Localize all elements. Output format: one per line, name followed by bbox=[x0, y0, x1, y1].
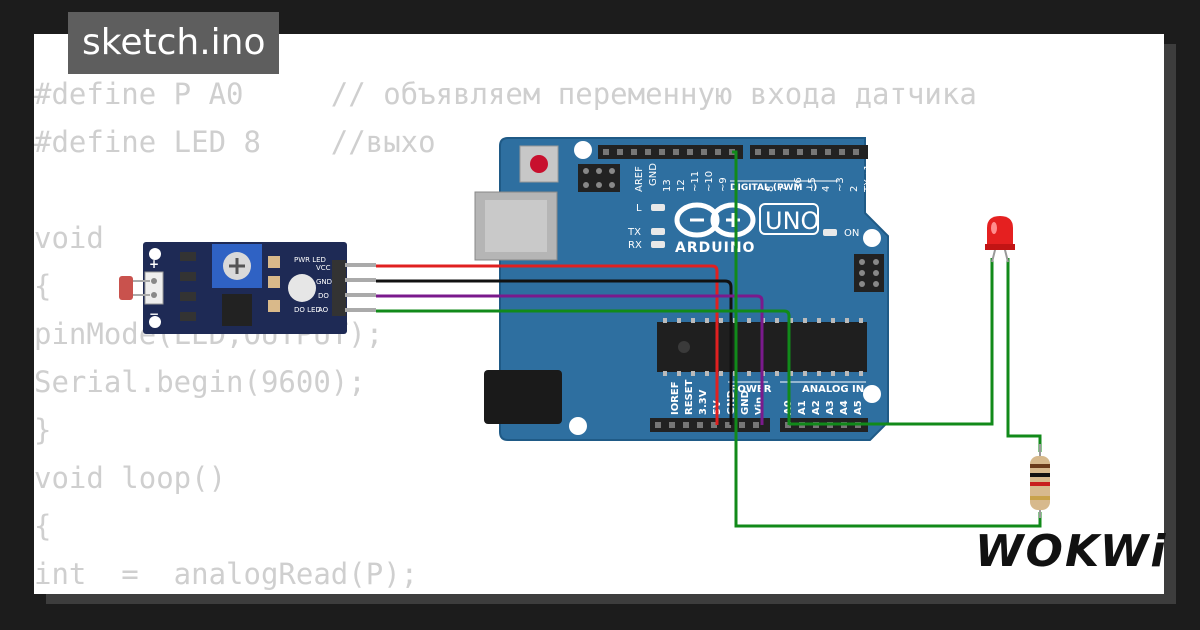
red-led[interactable] bbox=[985, 216, 1015, 263]
analog-pin-label: A1 bbox=[797, 400, 808, 415]
label-aref: AREF bbox=[634, 166, 645, 192]
label-digital: DIGITAL (PWM ~) bbox=[730, 183, 817, 193]
code-line: { bbox=[34, 509, 52, 543]
digital-pin-label: ~10 bbox=[704, 171, 715, 192]
light-sensor-module[interactable]: PWR LED DO LED VCC GND DO AO + − bbox=[119, 242, 347, 334]
sensor-pin-label-ao: AO bbox=[318, 306, 329, 314]
led-tx bbox=[651, 228, 665, 235]
wire-d8-green bbox=[732, 150, 1042, 528]
label-analog-in: ANALOG IN bbox=[802, 384, 864, 395]
label-gnd-2: GND bbox=[740, 390, 751, 415]
power-jack bbox=[484, 370, 562, 424]
code-line: int = analogRead(P); bbox=[34, 557, 419, 591]
pwr-led bbox=[288, 274, 316, 302]
label-pwr-led: PWR LED bbox=[294, 256, 326, 264]
header-top-left bbox=[598, 145, 743, 159]
digital-pin-label: 4 bbox=[821, 186, 832, 192]
sensor-pin-label-do: DO bbox=[318, 292, 329, 300]
digital-pin-label: 8 bbox=[765, 186, 776, 192]
code-line: } bbox=[34, 413, 52, 447]
digital-pin-label: ~9 bbox=[718, 177, 729, 192]
label-l: L bbox=[636, 203, 642, 214]
file-tab[interactable]: sketch.ino bbox=[68, 12, 280, 74]
wokwi-logo: WOKWi bbox=[975, 526, 1168, 577]
wires bbox=[345, 150, 1042, 528]
led-rx bbox=[651, 241, 665, 248]
digital-pin-label: ~6 bbox=[793, 177, 804, 192]
wire-led-resistor bbox=[1006, 258, 1042, 452]
digital-pin-label: ~11 bbox=[690, 171, 701, 192]
led-on bbox=[823, 229, 837, 236]
resistor[interactable] bbox=[1030, 444, 1050, 518]
code-editor[interactable]: #define P A0 // объявляем переменную вхо… bbox=[34, 70, 977, 598]
label-reset: RESET bbox=[684, 379, 695, 415]
wire-vcc-red bbox=[376, 264, 719, 425]
label-3v3: 3.3V bbox=[698, 389, 709, 415]
code-line: #define LED 8 //выхо bbox=[34, 125, 436, 159]
arduino-model: UNO bbox=[765, 207, 819, 235]
label-gnd-top: GND bbox=[648, 163, 659, 186]
digital-pin-label: 13 bbox=[662, 179, 673, 192]
header-bottom-power bbox=[650, 418, 770, 432]
led-l bbox=[651, 204, 665, 211]
label-plus: + bbox=[149, 257, 159, 271]
label-tx: TX bbox=[627, 227, 641, 238]
code-line: #define P A0 // объявляем переменную вхо… bbox=[34, 77, 977, 111]
label-vin: Vin bbox=[754, 397, 765, 415]
photoresistor bbox=[119, 276, 133, 300]
analog-pin-label: A3 bbox=[825, 400, 836, 415]
digital-pin-label: ~5 bbox=[807, 177, 818, 192]
digital-pin-label: 2 bbox=[849, 186, 860, 192]
digital-pin-label: TX→1 bbox=[863, 164, 874, 193]
arduino-brand: ARDUINO bbox=[675, 240, 755, 256]
digital-pin-label: ~3 bbox=[835, 177, 846, 192]
analog-pin-label: A5 bbox=[853, 400, 864, 415]
label-ioref: IOREF bbox=[670, 381, 681, 415]
code-line: Serial.begin(9600); bbox=[34, 365, 366, 399]
label-minus: − bbox=[149, 307, 159, 321]
wire-ao-green bbox=[376, 309, 791, 425]
code-line: void loop() bbox=[34, 461, 227, 495]
code-line: void bbox=[34, 221, 104, 255]
digital-pin-label: RX←0 bbox=[877, 163, 888, 192]
digital-pin-label: 12 bbox=[676, 179, 687, 192]
analog-pin-label: A4 bbox=[839, 400, 850, 415]
analog-pin-label: A2 bbox=[811, 400, 822, 415]
digital-pin-label: 7 bbox=[779, 186, 790, 192]
comparator-chip bbox=[222, 294, 252, 326]
label-rx: RX bbox=[628, 240, 642, 251]
wire-led-anode bbox=[789, 258, 994, 426]
label-on: ON bbox=[844, 228, 859, 239]
wire-do-purple bbox=[376, 294, 764, 425]
sensor-pin-label-gnd: GND bbox=[316, 278, 332, 286]
label-do-led: DO LED bbox=[294, 306, 321, 314]
sensor-pin-label-vcc: VCC bbox=[316, 264, 331, 272]
code-line: { bbox=[34, 269, 52, 303]
label-power: POWER bbox=[730, 384, 772, 395]
header-top-right bbox=[750, 145, 868, 159]
wire-gnd-black bbox=[376, 279, 733, 425]
